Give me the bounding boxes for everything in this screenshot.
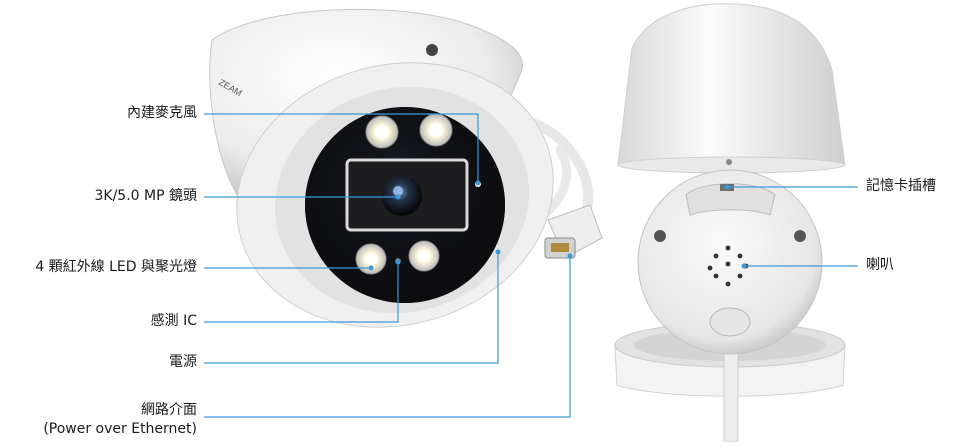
camera-right (614, 3, 846, 443)
leader-power (204, 252, 499, 364)
label-power: 電源 (169, 354, 197, 370)
label-speaker: 喇叭 (866, 257, 894, 273)
camera-left: ZEAM (209, 8, 603, 328)
label-network-sub: (Power over Ethernet) (43, 421, 197, 437)
leader-lines (204, 113, 858, 418)
leader-network (204, 256, 571, 418)
lens (382, 176, 422, 216)
rj45-connector (544, 204, 603, 259)
leader-microphone (204, 113, 479, 183)
camera-ball (637, 169, 823, 355)
speaker-holes (707, 245, 749, 287)
dome-microphone-hole (426, 44, 438, 56)
leader-dots (368, 180, 747, 271)
leader-sensor (204, 262, 399, 323)
sd-slot-housing (685, 183, 776, 216)
label-microphone: 內建麥克風 (127, 105, 197, 121)
label-lens: 3K/5.0 MP 鏡頭 (94, 188, 198, 204)
dome-cap (617, 3, 846, 171)
label-leds: 4 顆紅外線 LED 與聚光燈 (35, 259, 197, 275)
label-sensor: 感測 IC (150, 313, 197, 329)
label-sd-slot: 記憶卡插槽 (866, 178, 936, 194)
label-network: 網路介面 (141, 402, 197, 418)
